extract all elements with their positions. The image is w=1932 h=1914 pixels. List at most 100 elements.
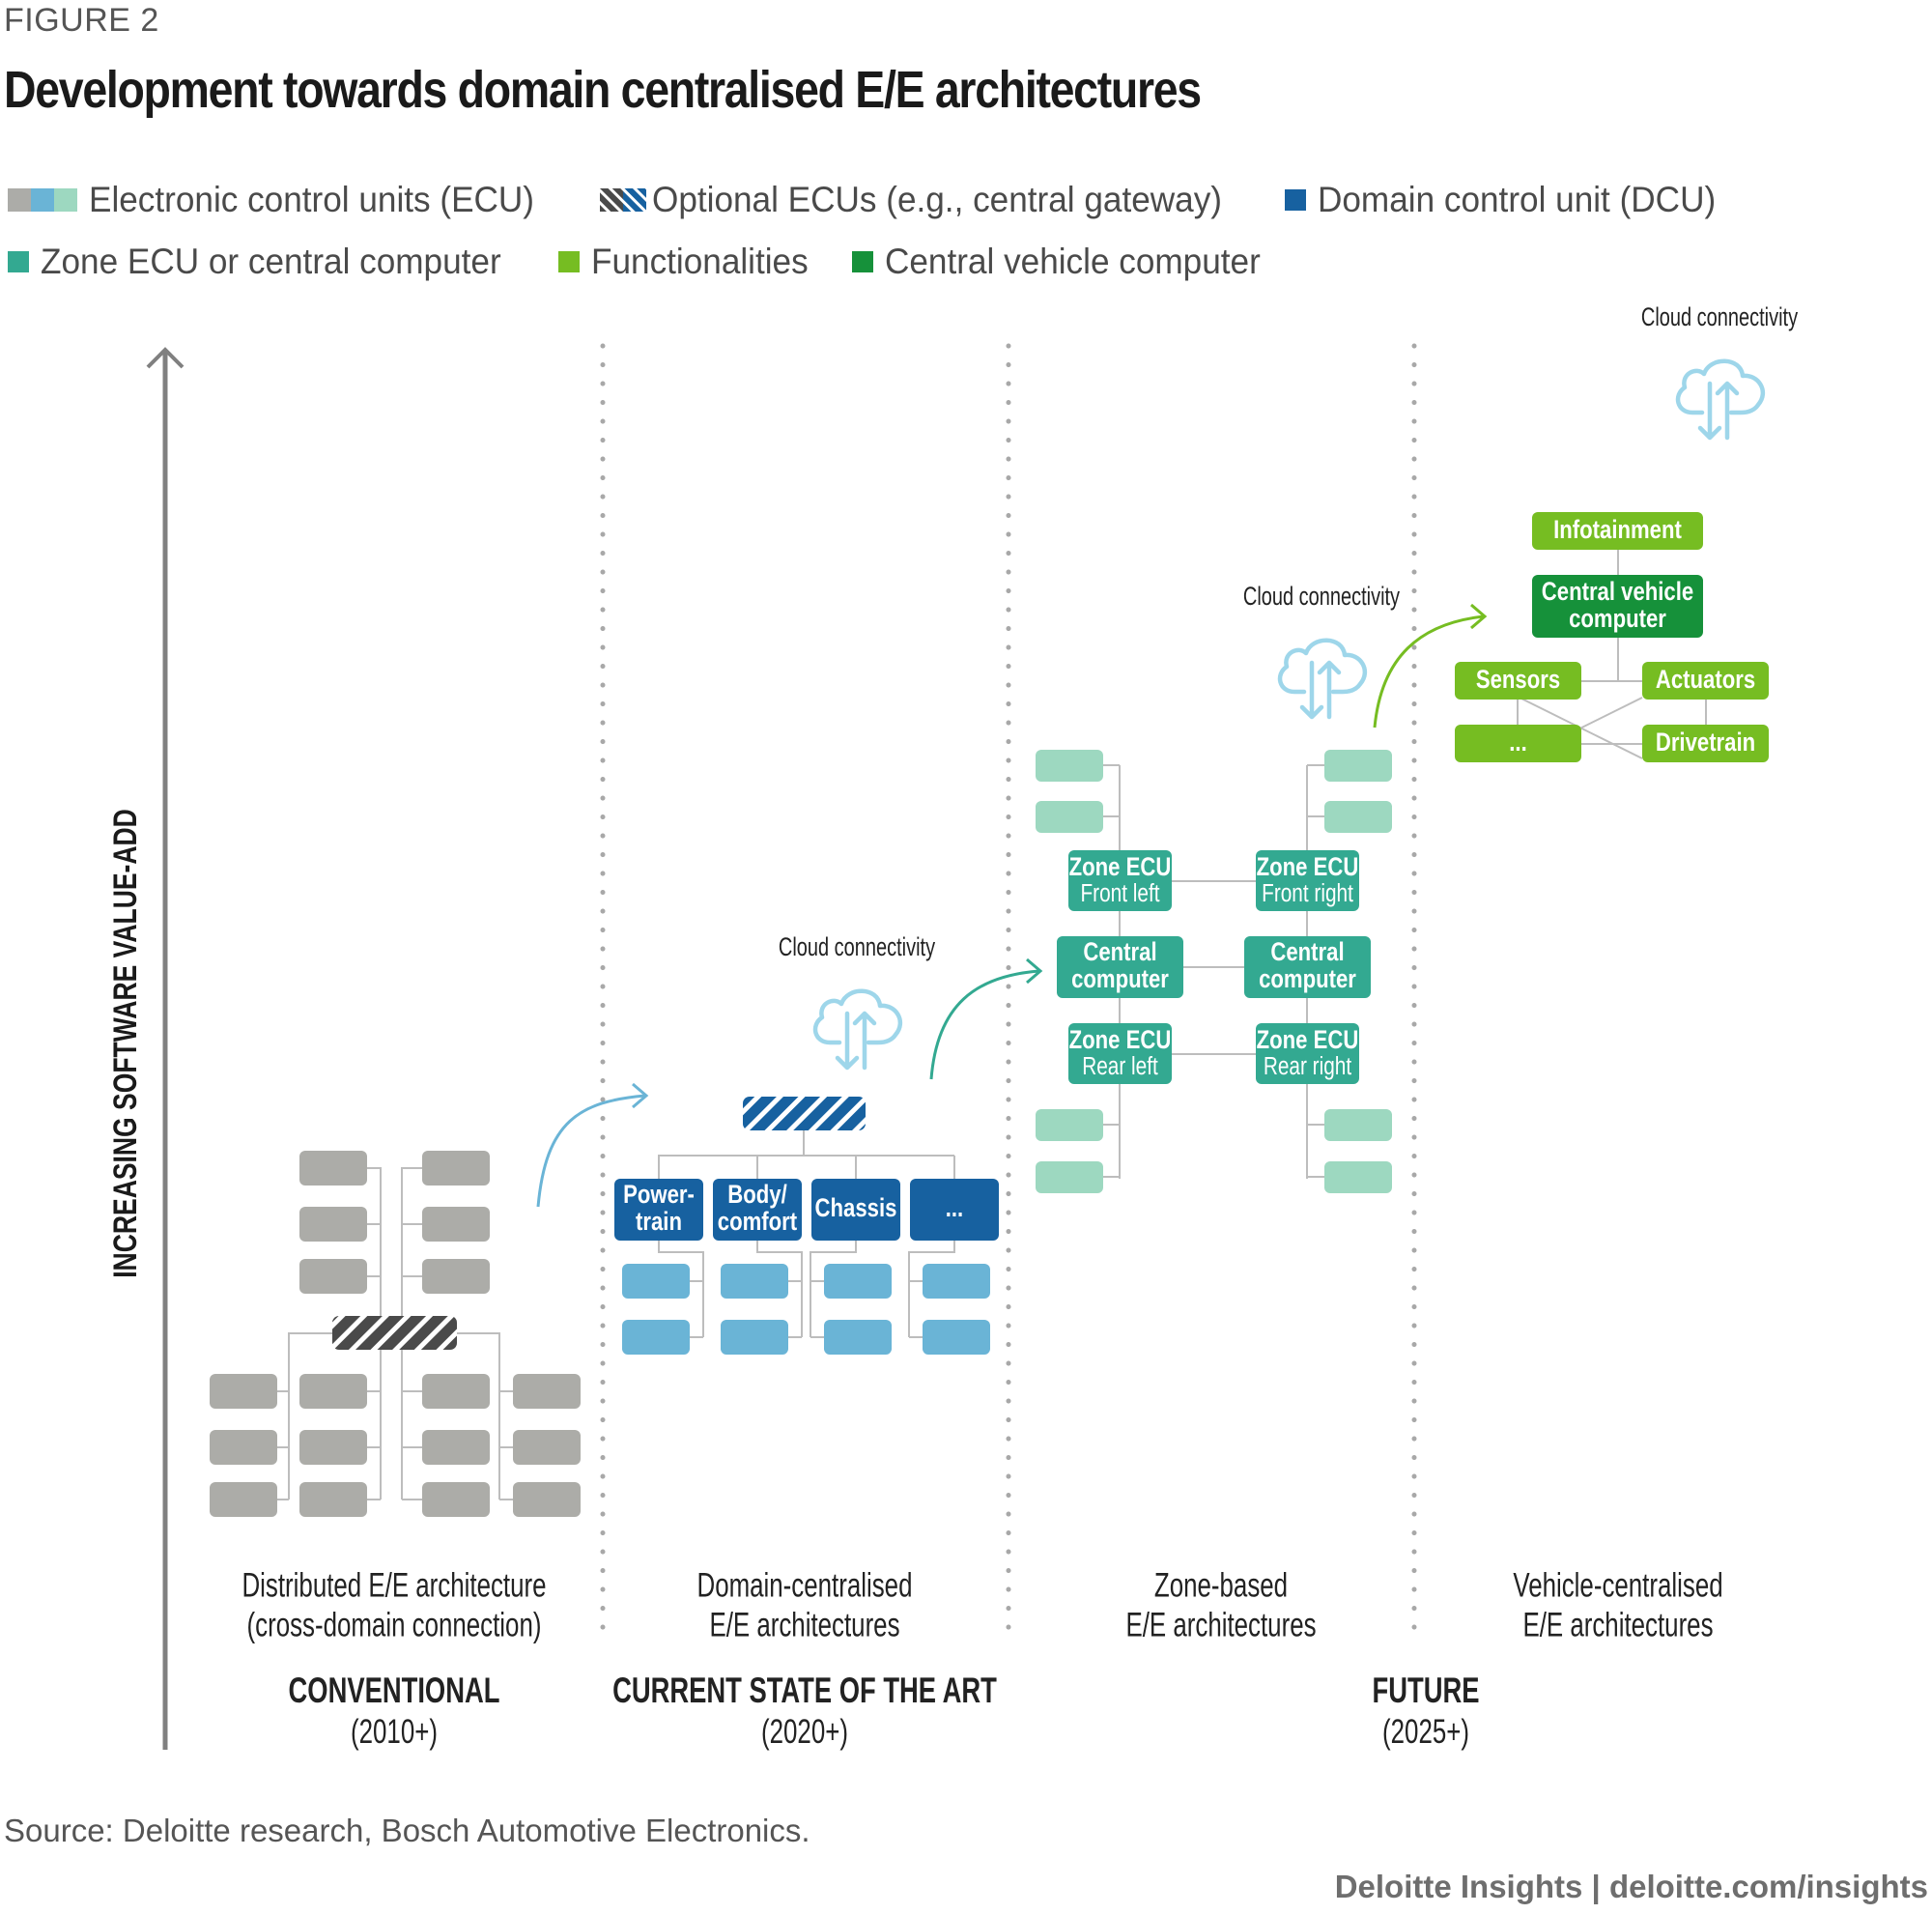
- ecu-box: [299, 1430, 367, 1465]
- ecu-box: [513, 1374, 581, 1409]
- connector-line: [288, 1332, 332, 1500]
- ecu-box: [422, 1482, 490, 1517]
- ecu-box: [824, 1320, 892, 1355]
- zone-ecu-position: Front left: [1080, 879, 1159, 907]
- cloud-outline: [1675, 358, 1766, 415]
- ecu-box: [1036, 750, 1103, 782]
- stage-description: Distributed E/E architecture: [242, 1566, 546, 1605]
- ecu-swatch-icon: [8, 188, 77, 212]
- ecu-box: [1324, 1109, 1392, 1141]
- cloud-outline: [812, 988, 903, 1045]
- zone-ecu-position: Front right: [1262, 879, 1353, 907]
- figure-title: Development towards domain centralised E…: [4, 61, 1202, 119]
- central-vehicle-computer-box: [1532, 575, 1703, 638]
- connector-line: [367, 1167, 382, 1316]
- domain-control-unit-label: comfort: [718, 1208, 797, 1237]
- ecu-box: [622, 1320, 690, 1355]
- source-note: Source: Deloitte research, Bosch Automot…: [4, 1813, 810, 1848]
- zone-ecu-title: Zone ECU: [1257, 1026, 1359, 1055]
- footer-credit: Deloitte Insights | deloitte.com/insight…: [1334, 1869, 1928, 1904]
- legend-item-cvc: Central vehicle computer: [852, 242, 1280, 282]
- ecu-box: [1036, 1109, 1103, 1141]
- arrow-head-icon: [1026, 957, 1043, 985]
- stage-description: Domain-centralised: [697, 1566, 913, 1605]
- stage-description: Zone-based: [1154, 1566, 1288, 1605]
- cloud-outline: [1277, 638, 1368, 695]
- domain-control-unit-label: train: [636, 1208, 682, 1237]
- domain-control-unit-box: [713, 1179, 802, 1241]
- ecu-box: [299, 1482, 367, 1517]
- connector-line: [908, 1241, 955, 1337]
- connector-line: [810, 1241, 857, 1337]
- sensors-box: [1455, 662, 1581, 700]
- stage-description: E/E architectures: [1522, 1606, 1713, 1644]
- ecu-box: [513, 1482, 581, 1517]
- download-arrow-icon: [1299, 660, 1324, 720]
- cloud-icon: [812, 988, 903, 1071]
- cvc-swatch-icon: [852, 251, 874, 272]
- domain-control-unit-box: [811, 1179, 900, 1241]
- domain-control-unit-label: ...: [946, 1194, 963, 1223]
- ecu-box: [299, 1374, 367, 1409]
- domain-control-unit-label: Chassis: [815, 1194, 897, 1223]
- more-box: [1455, 725, 1581, 762]
- domain-control-unit-box: [910, 1179, 999, 1241]
- connector-line: [756, 1241, 803, 1337]
- legend-item-ecu: Electronic control units (ECU): [8, 180, 557, 220]
- dcu-swatch-icon: [1285, 189, 1307, 211]
- functionality-swatch-icon: [557, 251, 580, 272]
- stage-description: E/E architectures: [1125, 1606, 1316, 1644]
- legend-label: Central vehicle computer: [885, 242, 1262, 281]
- zone-ecu-title: Zone ECU: [1069, 1026, 1172, 1055]
- zone-swatch-icon: [8, 251, 29, 272]
- central-computer-label: computer: [1071, 965, 1169, 994]
- stage-description: (cross-domain connection): [247, 1606, 542, 1644]
- ecu-box: [299, 1259, 367, 1294]
- cloud-icon: [1277, 638, 1368, 720]
- upload-arrow-icon: [1715, 381, 1740, 441]
- zone-ecu-box: [1256, 1023, 1359, 1084]
- ecu-box: [422, 1207, 490, 1242]
- legend-item-functionalities: Functionalities: [557, 242, 820, 282]
- era-name: CONVENTIONAL: [289, 1671, 500, 1710]
- ecu-box: [721, 1320, 788, 1355]
- cloud-connectivity-label: Cloud connectivity: [1243, 582, 1400, 612]
- ecu-box: [1036, 1161, 1103, 1193]
- ecu-box: [422, 1151, 490, 1186]
- cloud-connectivity-label: Cloud connectivity: [779, 932, 935, 962]
- optional-gateway-box: [743, 1097, 866, 1130]
- zone-ecu-position: Rear right: [1264, 1052, 1352, 1080]
- era-name: FUTURE: [1373, 1671, 1480, 1710]
- ecu-box: [1324, 750, 1392, 782]
- connector-line: [658, 1241, 704, 1337]
- legend-row-1: Electronic control units (ECU) Optional …: [8, 180, 1770, 220]
- download-arrow-icon: [1697, 381, 1722, 441]
- legend-label: Zone ECU or central computer: [41, 242, 501, 281]
- upload-arrow-icon: [852, 1011, 877, 1071]
- zone-ecu-position: Rear left: [1082, 1052, 1158, 1080]
- ecu-box: [210, 1482, 277, 1517]
- zone-ecu-title: Zone ECU: [1257, 853, 1359, 882]
- central-computer-label: Central: [1083, 938, 1156, 967]
- central-computer-box: [1057, 936, 1183, 998]
- legend-item-optional-ecu: Optional ECUs (e.g., central gateway): [600, 180, 1252, 220]
- zone-ecu-box: [1256, 850, 1359, 911]
- ecu-box: [1324, 1161, 1392, 1193]
- era-name: CURRENT STATE OF THE ART: [612, 1671, 997, 1710]
- ecu-box: [422, 1430, 490, 1465]
- ecu-box: [422, 1259, 490, 1294]
- central-vehicle-computer-label: Central vehicle: [1542, 578, 1693, 607]
- ecu-box: [1324, 801, 1392, 833]
- legend-label: Optional ECUs (e.g., central gateway): [652, 180, 1223, 219]
- ecu-box: [422, 1374, 490, 1409]
- drivetrain-box: [1642, 725, 1769, 762]
- drivetrain-label: Drivetrain: [1656, 728, 1755, 757]
- infotainment-box: [1532, 512, 1703, 550]
- transition-arrow: [536, 1094, 646, 1208]
- actuators-label: Actuators: [1656, 666, 1755, 695]
- legend-item-zone: Zone ECU or central computer: [8, 242, 526, 282]
- domain-control-unit-box: [614, 1179, 703, 1241]
- ecu-box: [721, 1264, 788, 1299]
- domain-control-unit-label: Body/: [727, 1181, 787, 1210]
